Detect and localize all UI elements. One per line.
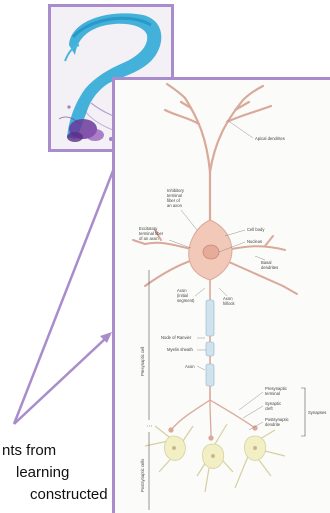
label-postsynaptic-cells: Postsynaptic cells <box>140 459 145 492</box>
neuron-diagram: Apical dendrites Inhibitory terminal fib… <box>112 77 330 513</box>
caption-line-3: constructed <box>0 484 112 506</box>
myelin-sheath-3 <box>206 364 214 386</box>
label-apical-dendrites: Apical dendrites <box>255 136 285 141</box>
arrow-to-neuron-diagram <box>14 332 112 424</box>
label-node-of-ranvier: Node of Ranvier <box>161 335 192 340</box>
caption-text: nts from learning constructed <box>0 440 112 506</box>
label-axon: Axon <box>185 364 195 369</box>
arrow-to-stain-image <box>14 152 122 424</box>
caption-line-1: nts from <box>0 440 112 462</box>
caption-line-2: learning <box>0 462 112 484</box>
label-synapses: Synapses <box>308 410 326 415</box>
label-presynaptic-cell: Presynaptic cell <box>140 347 145 376</box>
myelin-sheath-1 <box>206 300 214 336</box>
label-axon-hillock: Axon hillock <box>223 296 236 306</box>
label-cell-body: Cell body <box>247 227 265 232</box>
myelin-sheath-2 <box>206 342 214 356</box>
label-myelin-sheath: Myelin sheath <box>167 347 194 352</box>
label-nucleus: Nucleus <box>247 239 262 244</box>
nucleus <box>203 245 219 259</box>
